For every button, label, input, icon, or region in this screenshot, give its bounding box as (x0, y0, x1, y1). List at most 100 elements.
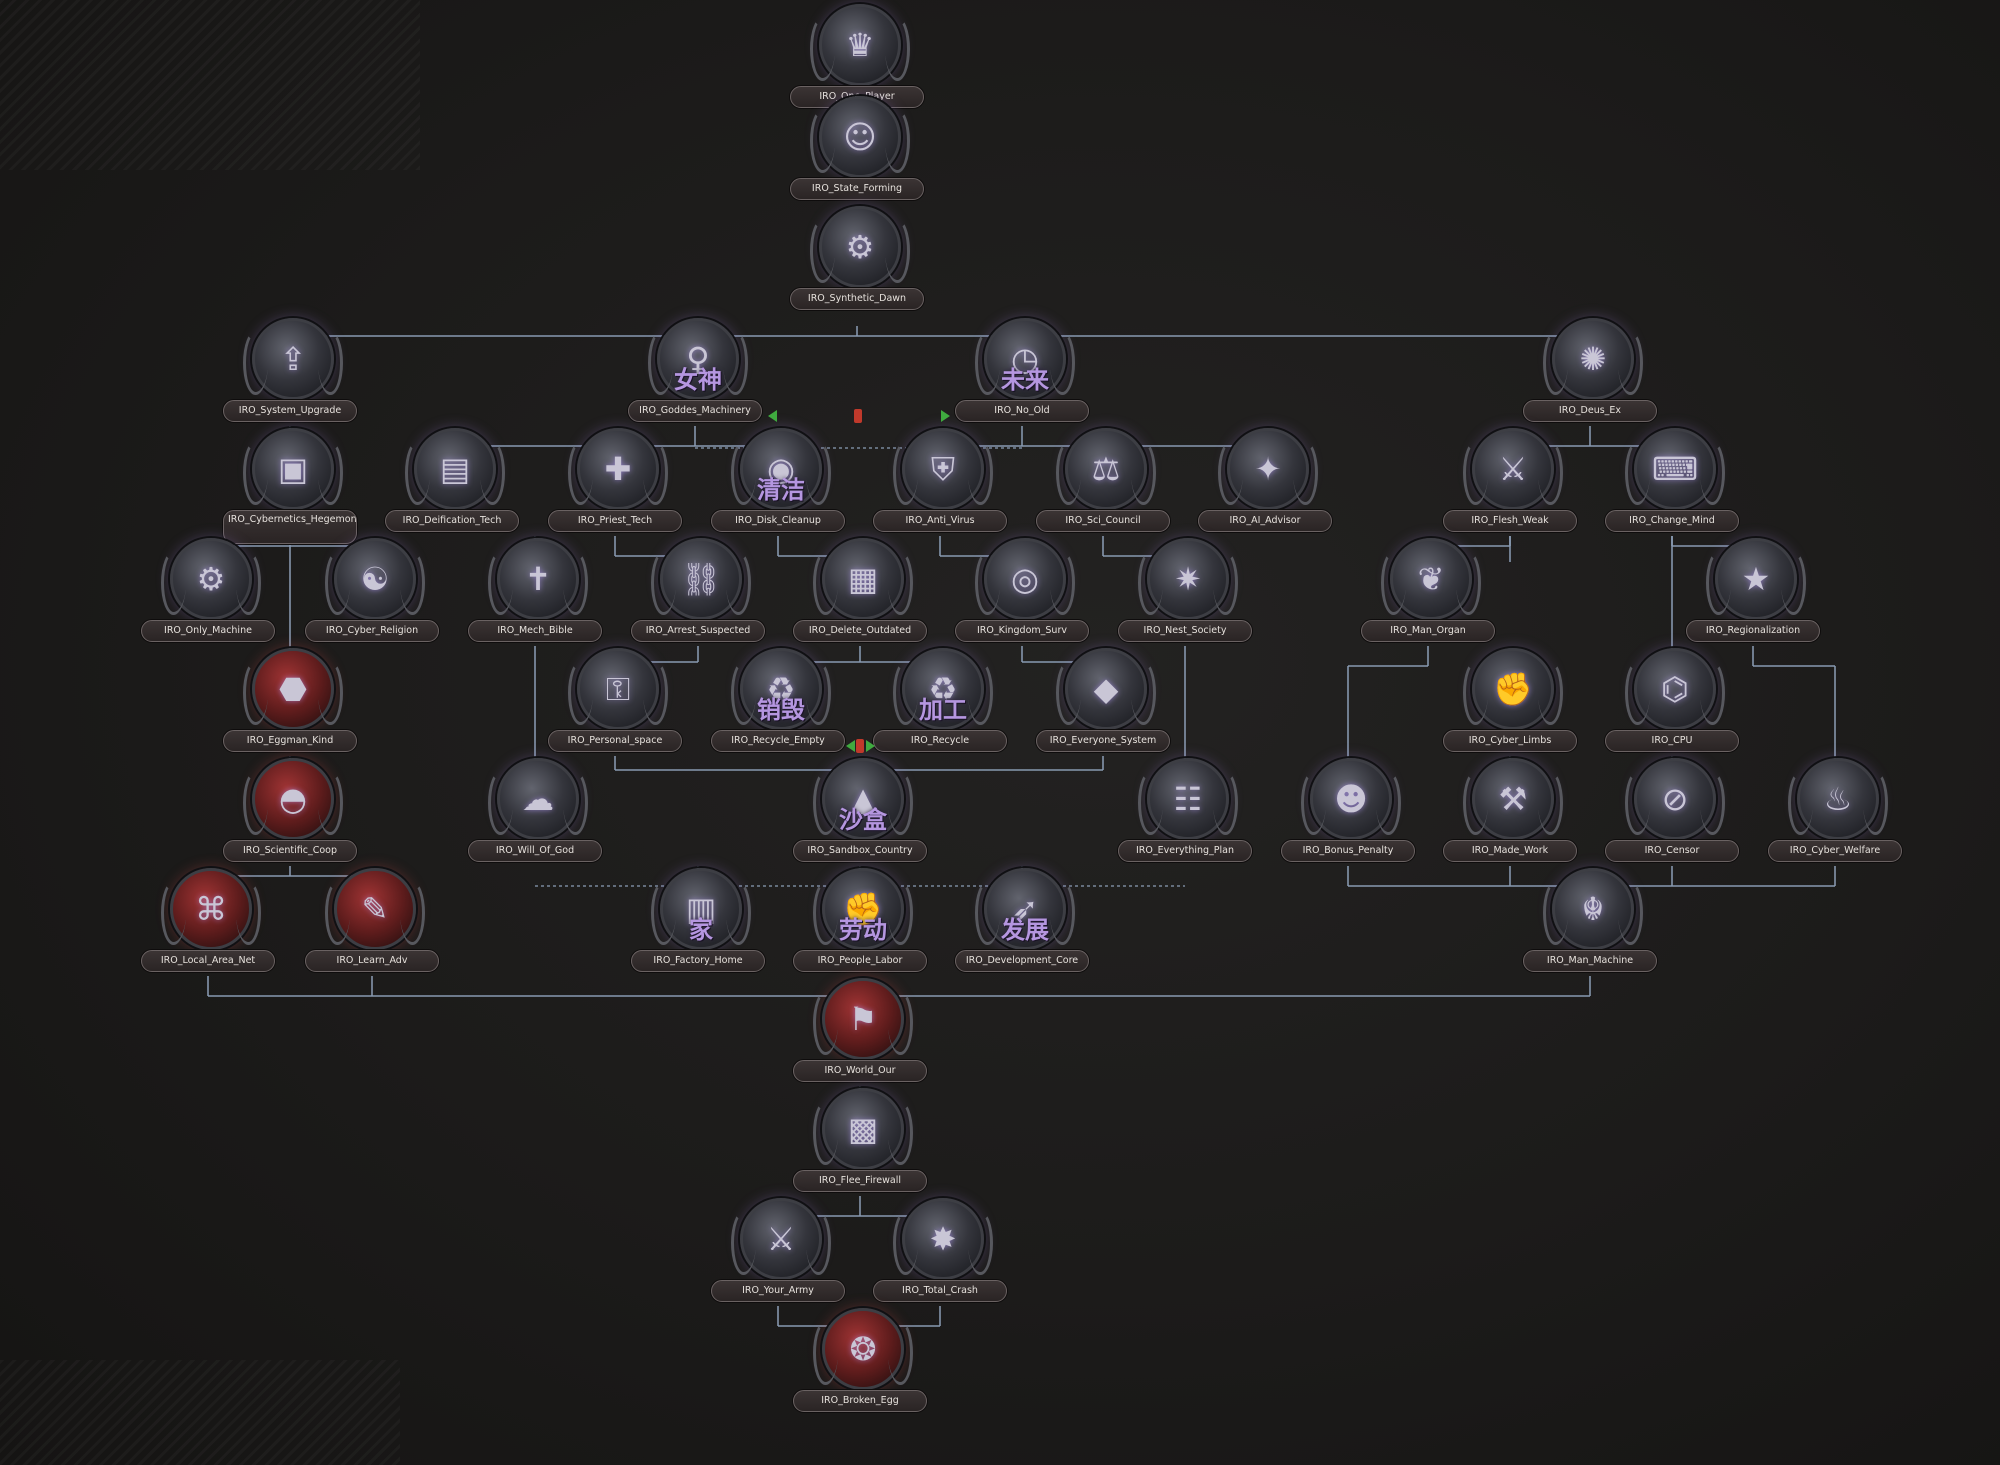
shield-virus-icon: ⛨ (893, 428, 993, 510)
focus-arrest-suspected[interactable]: ⛓IRO_Arrest_Suspected (623, 538, 773, 656)
focus-scientific-coop[interactable]: ◓IRO_Scientific_Coop (215, 758, 365, 876)
wreath-left-icon (975, 331, 1000, 395)
focus-label: IRO_Censor (1605, 840, 1739, 862)
wreath-right-icon (888, 1321, 913, 1385)
focus-bonus-penalty[interactable]: ☻IRO_Bonus_Penalty (1273, 758, 1423, 876)
focus-label: IRO_Sandbox_Country (793, 840, 927, 862)
focus-label: IRO_Disk_Cleanup (711, 510, 845, 532)
wreath-right-icon (806, 441, 831, 505)
focus-kingdom-surv[interactable]: ◎ IRO_Kingdom_Surv (947, 538, 1097, 656)
robot-tower-icon: ⚙ (810, 206, 910, 288)
focus-regionalization[interactable]: ★IRO_Regionalization (1678, 538, 1828, 656)
focus-everyone-system[interactable]: ◆IRO_Everyone_System (1028, 648, 1178, 766)
focus-learn-adv[interactable]: ✎IRO_Learn_Adv (297, 868, 447, 986)
world-flag-icon: ⚑ (813, 978, 913, 1060)
focus-overlay-text: 销毁 (757, 695, 805, 724)
focus-delete-outdated[interactable]: ▦IRO_Delete_Outdated (785, 538, 935, 656)
focus-sci-council[interactable]: ⚖IRO_Sci_Council (1028, 428, 1178, 546)
emblem-glyph: ▲ (850, 780, 876, 818)
rocket-icon: ➶发展 (975, 868, 1075, 950)
focus-label: IRO_Anti_Virus (873, 510, 1007, 532)
wreath-left-icon (648, 331, 673, 395)
focus-label: IRO_Cyber_Religion (305, 620, 439, 642)
focus-system-upgrade[interactable]: ⇪IRO_System_Upgrade (215, 318, 365, 436)
wreath-left-icon (813, 1321, 838, 1385)
focus-priest-tech[interactable]: ✚IRO_Priest_Tech (540, 428, 690, 546)
focus-eggman-kind[interactable]: ⬣IRO_Eggman_Kind (215, 648, 365, 766)
wreath-right-icon (236, 881, 261, 945)
emblem-glyph: ⌨ (1651, 450, 1699, 488)
focus-broken-egg[interactable]: ❂IRO_Broken_Egg (785, 1308, 935, 1426)
focus-only-machine[interactable]: ⚙IRO_Only_Machine (133, 538, 283, 656)
focus-change-mind[interactable]: ⌨ IRO_Change_Mind (1597, 428, 1747, 546)
focus-local-area-net[interactable]: ⌘IRO_Local_Area_Net (133, 868, 283, 986)
focus-label: IRO_No_Old (955, 400, 1089, 422)
focus-personal-space[interactable]: ⚿IRO_Personal_space (540, 648, 690, 766)
wreath-right-icon (806, 661, 831, 725)
focus-label: IRO_Man_Organ (1361, 620, 1495, 642)
wreath-left-icon (243, 441, 268, 505)
focus-cyber-religion[interactable]: ☯IRO_Cyber_Religion (297, 538, 447, 656)
emblem-glyph: ⌘ (195, 890, 227, 928)
emblem-glyph: ◎ (1011, 560, 1039, 598)
focus-deus-ex[interactable]: ✺IRO_Deus_Ex (1515, 318, 1665, 436)
focus-cpu[interactable]: ⌬IRO_CPU (1597, 648, 1747, 766)
focus-synthetic-dawn[interactable]: ⚙IRO_Synthetic_Dawn (782, 206, 932, 324)
focus-anti-virus[interactable]: ⛨IRO_Anti_Virus (865, 428, 1015, 546)
focus-cyber-limbs[interactable]: ✊IRO_Cyber_Limbs (1435, 648, 1585, 766)
focus-label: IRO_Delete_Outdated (793, 620, 927, 642)
focus-nest-society[interactable]: ✷IRO_Nest_Society (1110, 538, 1260, 656)
focus-your-army[interactable]: ⚔IRO_Your_Army (703, 1198, 853, 1316)
wreath-left-icon (325, 881, 350, 945)
wreath-left-icon (651, 551, 676, 615)
emblem-glyph: ⌬ (1661, 670, 1689, 708)
focus-flesh-weak[interactable]: ⚔IRO_Flesh_Weak (1435, 428, 1585, 546)
focus-censor[interactable]: ⊘IRO_Censor (1597, 758, 1747, 876)
focus-man-machine[interactable]: ☬IRO_Man_Machine (1515, 868, 1665, 986)
focus-label: IRO_Cybernetics_Hegemony (223, 510, 357, 544)
focus-label: IRO_Total_Crash (873, 1280, 1007, 1302)
focus-total-crash[interactable]: ✸IRO_Total_Crash (865, 1198, 1015, 1316)
emblem-glyph: ♻ (766, 670, 796, 708)
wreath-left-icon (568, 661, 593, 725)
wreath-right-icon (1781, 551, 1806, 615)
focus-overlay-text: 女神 (674, 365, 722, 394)
mutually-exclusive-icon (854, 409, 862, 423)
focus-everything-plan[interactable]: ☷IRO_Everything_Plan (1110, 758, 1260, 876)
wreath-right-icon (1863, 771, 1888, 835)
wreath-right-icon (885, 219, 910, 283)
focus-world-our[interactable]: ⚑IRO_World_Our (785, 978, 935, 1096)
book-icon: ✝ (488, 538, 588, 620)
server-racks-icon: ▤ (405, 428, 505, 510)
focus-label: IRO_Kingdom_Surv (955, 620, 1089, 642)
focus-label: IRO_Learn_Adv (305, 950, 439, 972)
focus-label: IRO_Change_Mind (1605, 510, 1739, 532)
emblem-glyph: ✝ (524, 560, 552, 598)
emblem-glyph: ▣ (277, 450, 309, 488)
focus-mech-bible[interactable]: ✝IRO_Mech_Bible (460, 538, 610, 656)
focus-man-organ[interactable]: ❦IRO_Man_Organ (1353, 538, 1503, 656)
focus-ai-advisor[interactable]: ✦IRO_AI_Advisor (1190, 428, 1340, 546)
focus-label: IRO_World_Our (793, 1060, 927, 1082)
focus-state-forming[interactable]: ☺IRO_State_Forming (782, 96, 932, 214)
wreath-left-icon (243, 331, 268, 395)
focus-made-work[interactable]: ⚒IRO_Made_Work (1435, 758, 1585, 876)
focus-cyber-welfare[interactable]: ♨IRO_Cyber_Welfare (1760, 758, 1910, 876)
focus-one-player[interactable]: ♛IRO_One_Player (782, 4, 932, 122)
wreath-right-icon (318, 441, 343, 505)
wreath-left-icon (810, 17, 835, 81)
focus-will-of-god[interactable]: ☁IRO_Will_Of_God (460, 758, 610, 876)
focus-cybernetics-hegemony[interactable]: ▣ IRO_Cybernetics_Hegemony (215, 428, 365, 546)
focus-deification-tech[interactable]: ▤IRO_Deification_Tech (377, 428, 527, 546)
focus-flee-firewall[interactable]: ▩IRO_Flee_Firewall (785, 1088, 935, 1206)
censor-icon: ⊘ (1625, 758, 1725, 840)
